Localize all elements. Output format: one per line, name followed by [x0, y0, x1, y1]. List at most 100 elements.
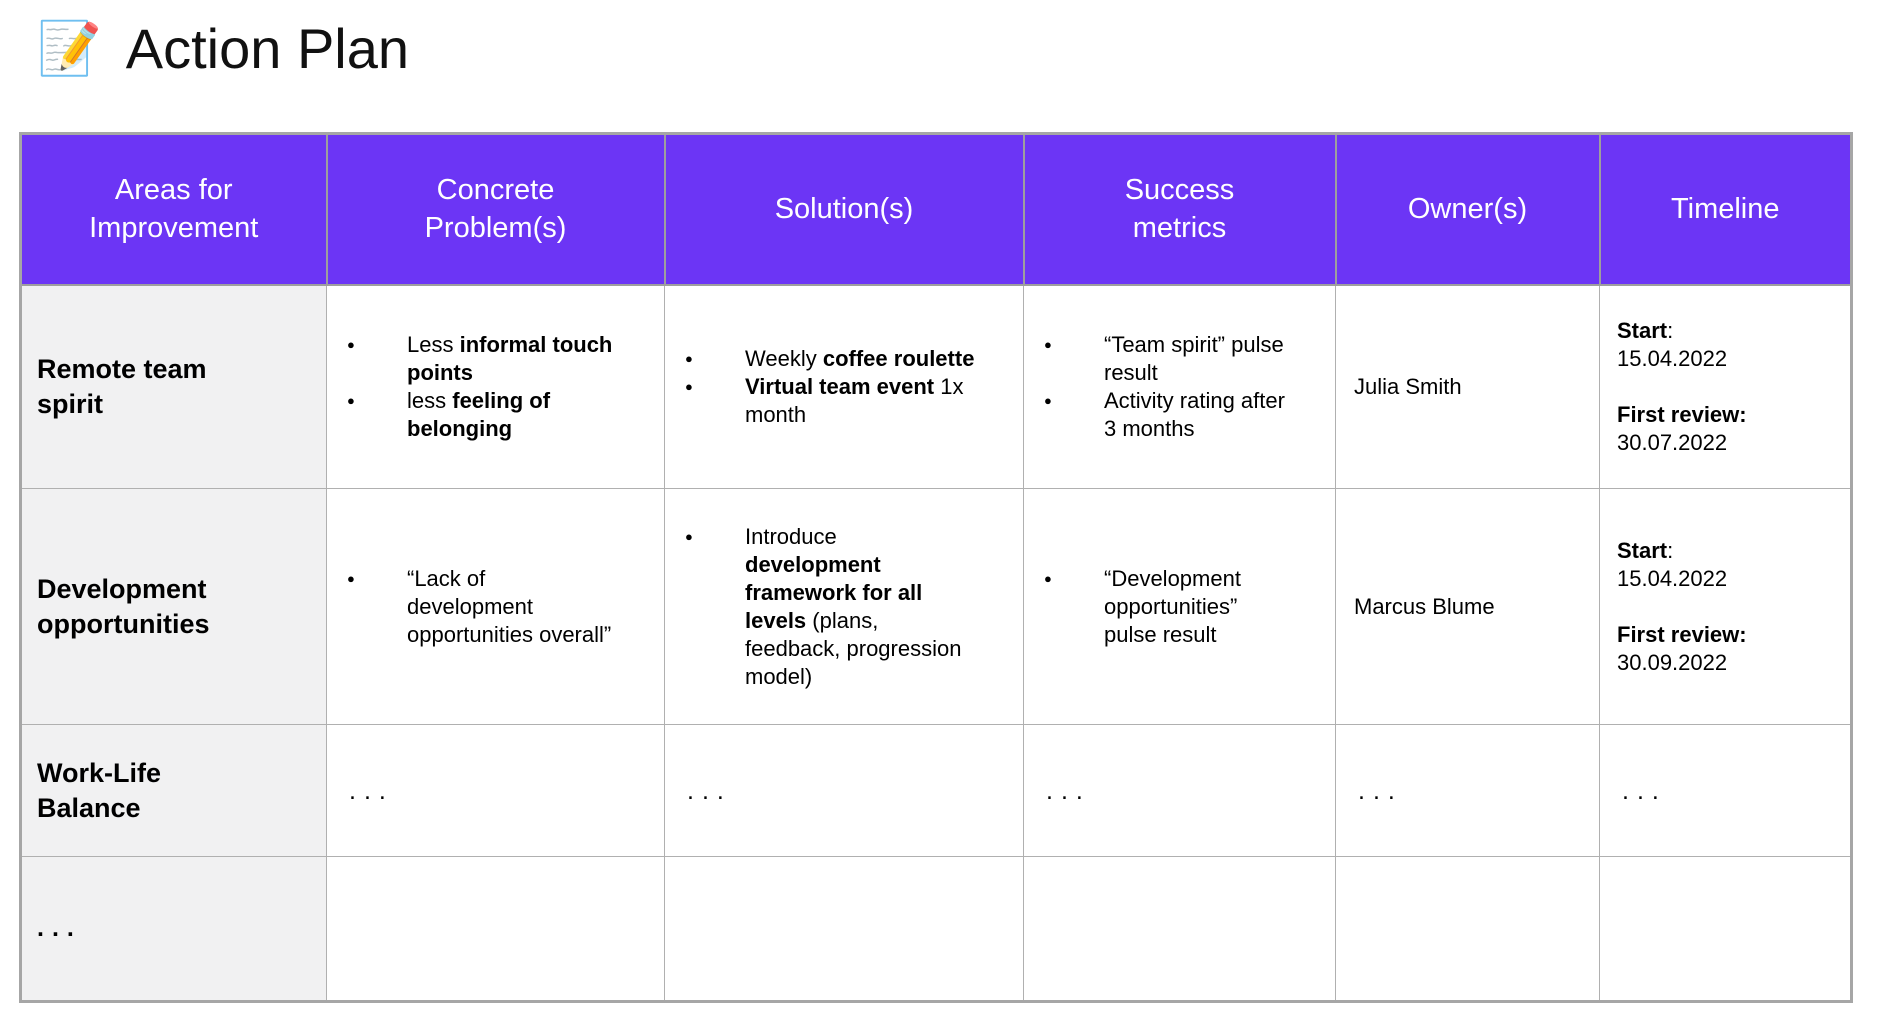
text: : [1667, 537, 1674, 563]
timeline-line: 15.04.2022 [1617, 565, 1840, 593]
timeline-line: 15.04.2022 [1617, 345, 1840, 373]
timeline-line: First review: [1617, 401, 1840, 429]
text: “Development opportunities” pulse result [1104, 565, 1241, 647]
cell-owner [1335, 856, 1600, 1002]
cell-timeline: ... [1599, 724, 1852, 857]
ellipsis-placeholder: ... [1046, 776, 1091, 805]
table-row: Development opportunities ● “Lack of devel… [20, 488, 1852, 725]
column-header-solutions: Solution(s) [663, 132, 1025, 286]
table-row: Work-Life Balance............... [20, 724, 1852, 857]
bullet-icon: ● [1044, 570, 1052, 586]
bold-text: First review: [1617, 621, 1747, 647]
ellipsis-placeholder: ... [37, 914, 82, 942]
bullet-icon: ● [685, 350, 693, 366]
column-header-areas-for-improvement: Areas for Improvement [19, 132, 328, 286]
ellipsis-placeholder: ... [1622, 776, 1667, 805]
column-header-owners: Owner(s) [1334, 132, 1601, 286]
cell-solutions [664, 856, 1024, 1002]
text: less [407, 387, 453, 413]
text: Activity rating after 3 months [1104, 387, 1285, 441]
cell-concrete-problems: ... [326, 724, 665, 857]
title-text: Action Plan [125, 17, 410, 80]
cell-text: Julia Smith [1354, 373, 1462, 399]
timeline-entry: Start:15.04.2022 [1617, 537, 1840, 593]
bullet-icon: ● [1044, 392, 1052, 408]
bullet-icon: ● [685, 378, 693, 394]
memo-icon: 📝 [37, 20, 102, 78]
bullet-text: Introduce development framework for all … [745, 523, 975, 691]
table-row: Remote team spirit ● Less informal touch p… [20, 284, 1852, 489]
bullet-icon: ● [1044, 336, 1052, 352]
cell-text: Marcus Blume [1354, 593, 1495, 619]
text: 1x month [745, 373, 964, 427]
bullet-icon: ● [347, 336, 355, 352]
area-text: Remote team spirit [37, 353, 207, 419]
cell-owner: ... [1335, 724, 1600, 857]
cell-timeline [1599, 856, 1852, 1002]
text: Less [407, 331, 460, 357]
text: 15.04.2022 [1617, 345, 1728, 371]
bullet-item: ● Weekly coffee roulette [665, 345, 1023, 373]
table-header: Areas for Improvement Concrete Problem(s… [19, 132, 1853, 286]
bold-text: coffee roulette [822, 345, 975, 371]
ellipsis-placeholder: ... [349, 776, 394, 805]
bullet-text: “Team spirit” pulse result [1104, 331, 1287, 387]
text: 30.07.2022 [1617, 429, 1728, 455]
bullet-text: Virtual team event 1x month [745, 373, 975, 429]
timeline-line: First review: [1617, 621, 1840, 649]
cell-owner: Julia Smith [1335, 284, 1600, 489]
area-text: Development opportunities [37, 573, 210, 639]
cell-area-label: ... [20, 856, 327, 1002]
ellipsis-placeholder: ... [687, 776, 732, 805]
table-body: Remote team spirit ● Less informal touch p… [20, 284, 1852, 1002]
cell-success-metrics: ● “Team spirit” pulse result ● Activity rat… [1023, 284, 1336, 489]
bold-text: Start [1617, 537, 1668, 563]
text: 30.09.2022 [1617, 649, 1728, 675]
bullet-text: “Lack of development opportunities overa… [407, 565, 616, 649]
cell-success-metrics: ● “Development opportunities” pulse resul… [1023, 488, 1336, 725]
cell-area-label: Work-Life Balance [20, 724, 327, 857]
cell-success-metrics: ... [1023, 724, 1336, 857]
cell-area-label: Remote team spirit [20, 284, 327, 489]
bullet-text: less feeling of belonging [407, 387, 616, 443]
column-header-success-metrics: Success metrics [1022, 132, 1337, 286]
timeline-line: Start: [1617, 317, 1840, 345]
text: Introduce [745, 523, 837, 549]
bullet-icon: ● [347, 570, 355, 586]
timeline-entry: First review:30.07.2022 [1617, 401, 1840, 457]
bold-text: Virtual team event [745, 373, 935, 399]
cell-solutions: ● Weekly coffee roulette ● Virtual team eve… [664, 284, 1024, 489]
timeline-line: 30.07.2022 [1617, 429, 1840, 457]
bullet-item: ● Activity rating after 3 months [1024, 387, 1335, 443]
header-row: Areas for Improvement Concrete Problem(s… [19, 132, 1853, 286]
bullet-text: Less informal touch points [407, 331, 616, 387]
cell-concrete-problems: ● Less informal touch points ● less feeling… [326, 284, 665, 489]
bold-text: development framework for all levels [745, 551, 923, 633]
column-header-timeline: Timeline [1598, 132, 1853, 286]
cell-area-label: Development opportunities [20, 488, 327, 725]
timeline-line: Start: [1617, 537, 1840, 565]
cell-success-metrics [1023, 856, 1336, 1002]
cell-solutions: ... [664, 724, 1024, 857]
table-row: ... [20, 856, 1852, 1002]
text: 15.04.2022 [1617, 565, 1728, 591]
action-plan-table: Areas for Improvement Concrete Problem(s… [19, 132, 1853, 1003]
bold-text: First review: [1617, 401, 1747, 427]
column-header-concrete-problems: Concrete Problem(s) [325, 132, 666, 286]
bullet-text: Activity rating after 3 months [1104, 387, 1287, 443]
bullet-item: ● Less informal touch points [327, 331, 664, 387]
bullet-item: ●Introduce development framework for all… [665, 523, 1023, 691]
timeline-line: 30.09.2022 [1617, 649, 1840, 677]
cell-concrete-problems: ● “Lack of development opportunities over… [326, 488, 665, 725]
bullet-text: Weekly coffee roulette [745, 345, 975, 373]
bullet-item: ● “Lack of development opportunities over… [327, 565, 664, 649]
bullet-item: ● less feeling of belonging [327, 387, 664, 443]
bullet-icon: ● [347, 392, 355, 408]
ellipsis-placeholder: ... [1358, 776, 1403, 805]
bold-text: Start [1617, 317, 1668, 343]
text: “Team spirit” pulse result [1104, 331, 1284, 385]
bullet-item: ● “Team spirit” pulse result [1024, 331, 1335, 387]
